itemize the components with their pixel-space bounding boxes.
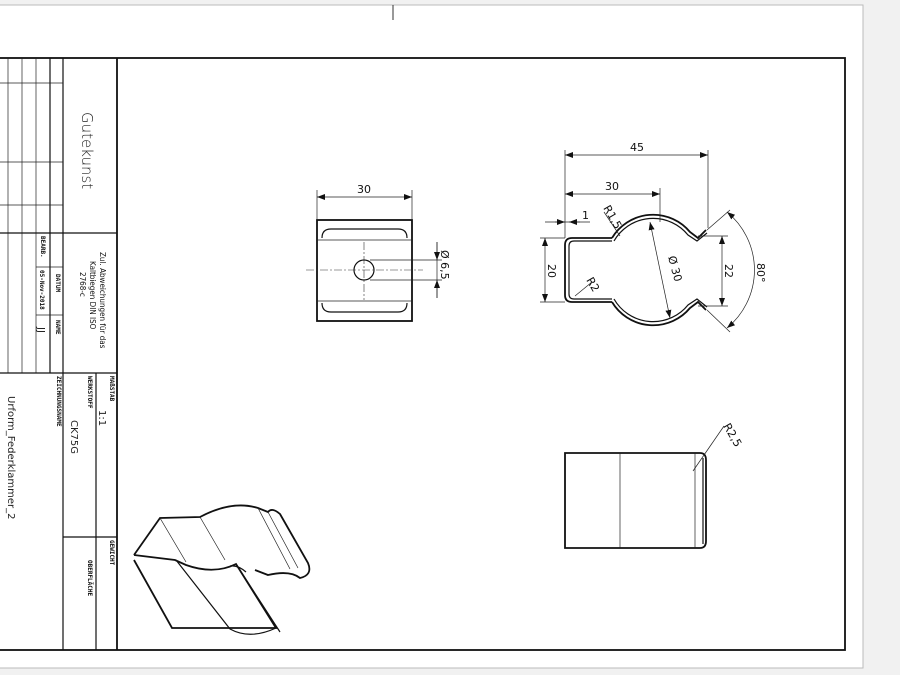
label-datum: DATUM	[54, 274, 61, 292]
opening-dim: 22	[722, 264, 735, 278]
tolerance-note-line-2: Kaltbiegen DIN ISO	[88, 261, 97, 330]
drawing-name-value: Urform_Federklammer_2	[5, 396, 16, 520]
label-zeichnungsname: ZEICHNUNGSNAME	[55, 376, 62, 427]
label-werkstoff: WERKSTOFF	[86, 376, 93, 409]
tolerance-note-line-1: Zul. Abweichungen für das	[98, 252, 107, 349]
author-value: JJ	[35, 326, 46, 333]
isometric-view	[133, 504, 311, 635]
label-name: NAME	[54, 320, 61, 335]
front-width-dim: 30	[357, 183, 371, 196]
overall-width-dim: 45	[630, 141, 644, 154]
angle-dim: 80°	[754, 263, 767, 283]
drawing-frame	[0, 57, 846, 651]
tolerance-note-line-3: 2768-c	[78, 272, 87, 297]
company-name: Gutekunst	[78, 112, 96, 189]
material-value: CK75G	[68, 420, 79, 454]
hole-diameter-dim: Ø 6,5	[438, 250, 451, 280]
scale-value: 1:1	[96, 410, 107, 426]
date-value: 05-Nov-2018	[38, 270, 45, 310]
height-dim: 20	[545, 264, 558, 278]
radius-inner-dim: R2	[583, 275, 602, 294]
label-oberflaeche: OBERFLÄCHE	[86, 560, 93, 597]
label-bearb: BEARB.	[39, 236, 46, 258]
center-distance-dim: 30	[605, 180, 619, 193]
label-gewicht: GEWICHT	[108, 540, 115, 566]
paper	[0, 4, 864, 669]
front-view: 30 Ø 6,5	[306, 183, 451, 322]
title-block: Gutekunst Zul. Abweichungen für das Kalt…	[0, 58, 118, 650]
thickness-dim: 1	[582, 209, 589, 222]
label-masstab: MAßSTAB	[108, 376, 115, 402]
